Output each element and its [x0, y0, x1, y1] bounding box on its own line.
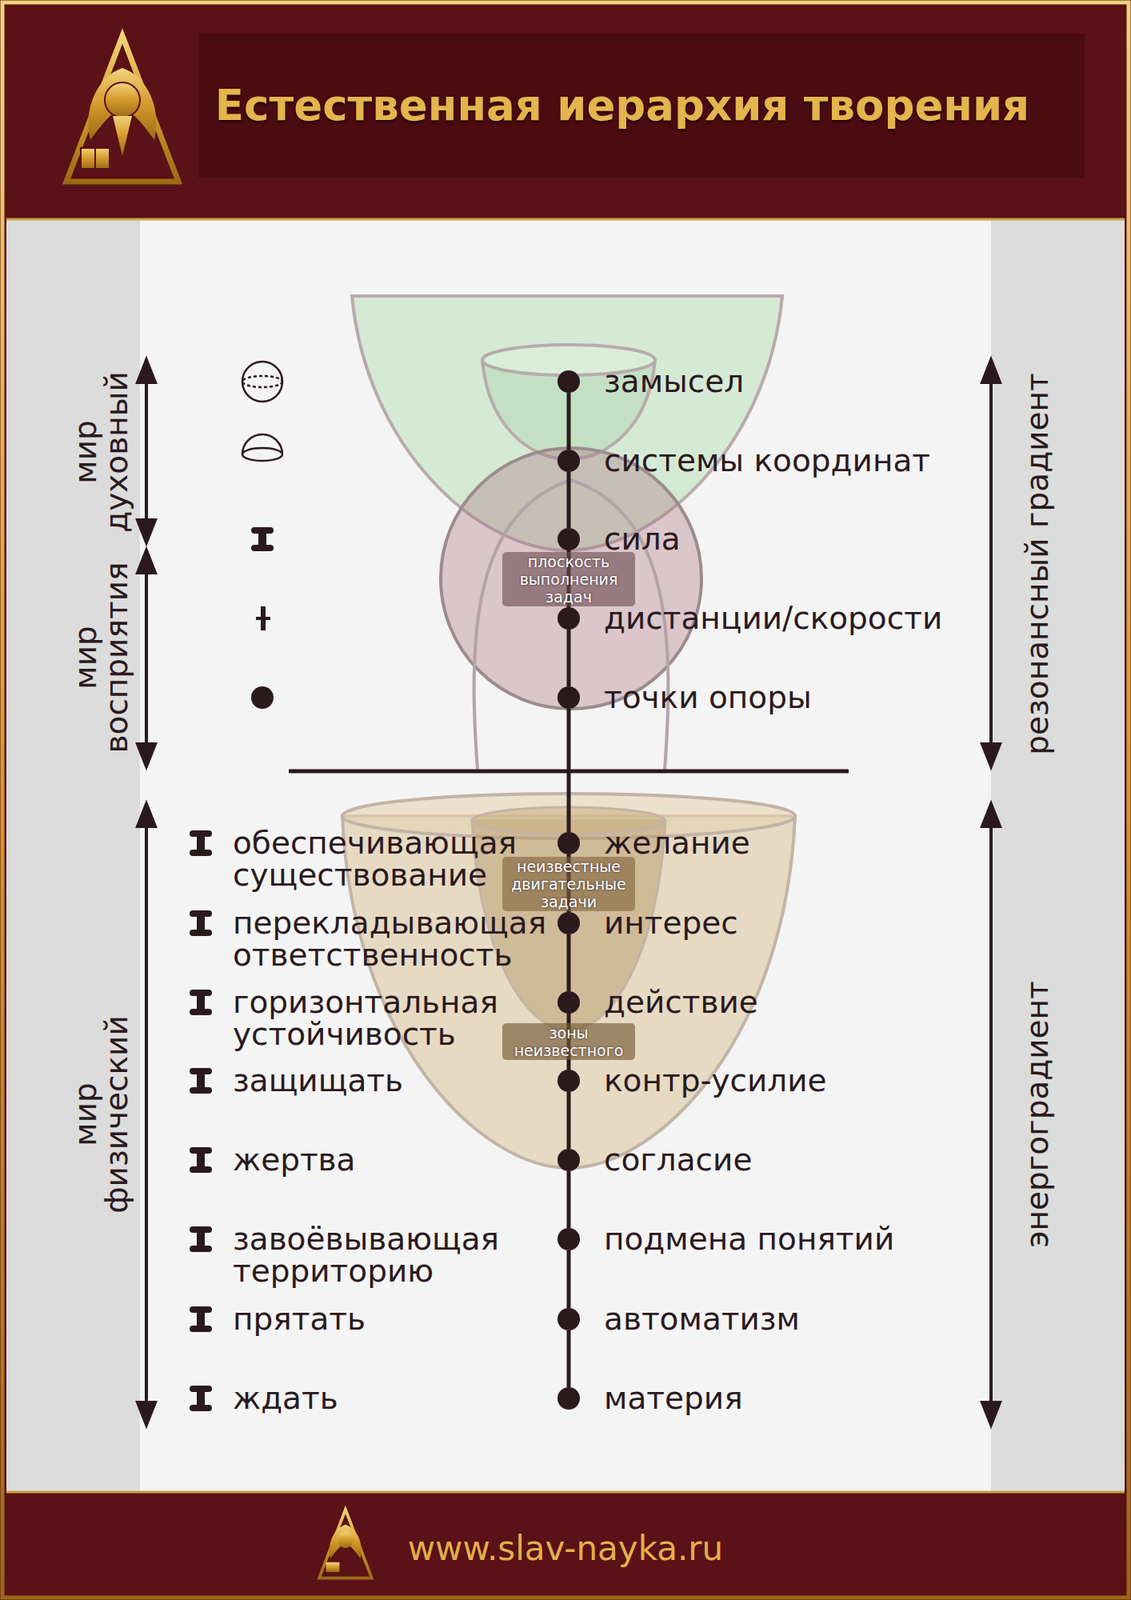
- spine-dot: подмена понятий: [557, 1227, 580, 1251]
- spine-segment: [567, 392, 572, 450]
- level-label: согласие: [603, 1142, 752, 1178]
- spine-segment: [567, 1091, 572, 1149]
- level-label: действие: [603, 985, 759, 1020]
- region-label: зоны неизвестного: [502, 1023, 636, 1060]
- world-label: мир физический: [69, 1002, 132, 1227]
- spine-segment: [567, 629, 572, 687]
- spine-dot: автоматизм: [557, 1307, 580, 1331]
- region-label: плоскость выполнения задач: [502, 551, 636, 607]
- spine-dot: точки опоры: [557, 686, 580, 709]
- level-label: автоматизм: [603, 1302, 800, 1337]
- level-label: желание: [603, 826, 751, 861]
- level-label: контр-усилие: [603, 1063, 828, 1099]
- spine-segment: [567, 1170, 572, 1228]
- gradient-label: энергоградиент: [1021, 980, 1053, 1248]
- spine-dot: системы координат: [557, 449, 580, 472]
- spine-segment: [567, 1250, 572, 1308]
- spine-dot: контр-усилие: [557, 1069, 580, 1092]
- function-label: перекладывающая ответственность: [232, 907, 553, 972]
- function-label: жертва: [232, 1143, 553, 1176]
- spine-dot: сила: [557, 527, 580, 551]
- spine-dot: желание: [557, 831, 580, 855]
- level-label: системы координат: [603, 443, 931, 479]
- level-label: сила: [603, 522, 681, 557]
- spine-dot: дистанции/скорости: [557, 607, 580, 630]
- spine-dot: согласие: [557, 1148, 580, 1171]
- spine-segment: [567, 1330, 572, 1387]
- function-label: завоёвывающая территорию: [232, 1222, 553, 1287]
- gradient-label: резонансный градиент: [1021, 372, 1053, 755]
- world-label: мир духовный: [69, 347, 132, 556]
- level-label: дистанции/скорости: [603, 601, 943, 636]
- spine-segment: [567, 708, 572, 832]
- spine-dot: замысел: [557, 370, 580, 393]
- level-label: материя: [603, 1381, 744, 1416]
- spine-segment: [567, 934, 572, 992]
- function-label: обеспечивающая существование: [232, 827, 553, 892]
- spine-segment: [567, 471, 572, 528]
- region-label: неизвестные двигательные задачи: [502, 856, 636, 912]
- level-label: замысел: [603, 364, 744, 400]
- spine-dot: материя: [557, 1386, 580, 1410]
- world-label: мир восприятия: [69, 553, 132, 762]
- site-url: www.slav-nayka.ru: [407, 1528, 724, 1568]
- diagram-title: Естественная иерархия творения: [215, 80, 1030, 130]
- level-label: подмена понятий: [603, 1222, 895, 1257]
- function-label: ждать: [232, 1382, 553, 1415]
- function-label: защищать: [232, 1064, 553, 1097]
- spine-dot: действие: [557, 991, 580, 1014]
- function-label: горизонтальная устойчивость: [232, 986, 553, 1051]
- spine-dot: интерес: [557, 911, 580, 935]
- level-label: точки опоры: [603, 680, 812, 716]
- function-label: прятать: [232, 1302, 553, 1335]
